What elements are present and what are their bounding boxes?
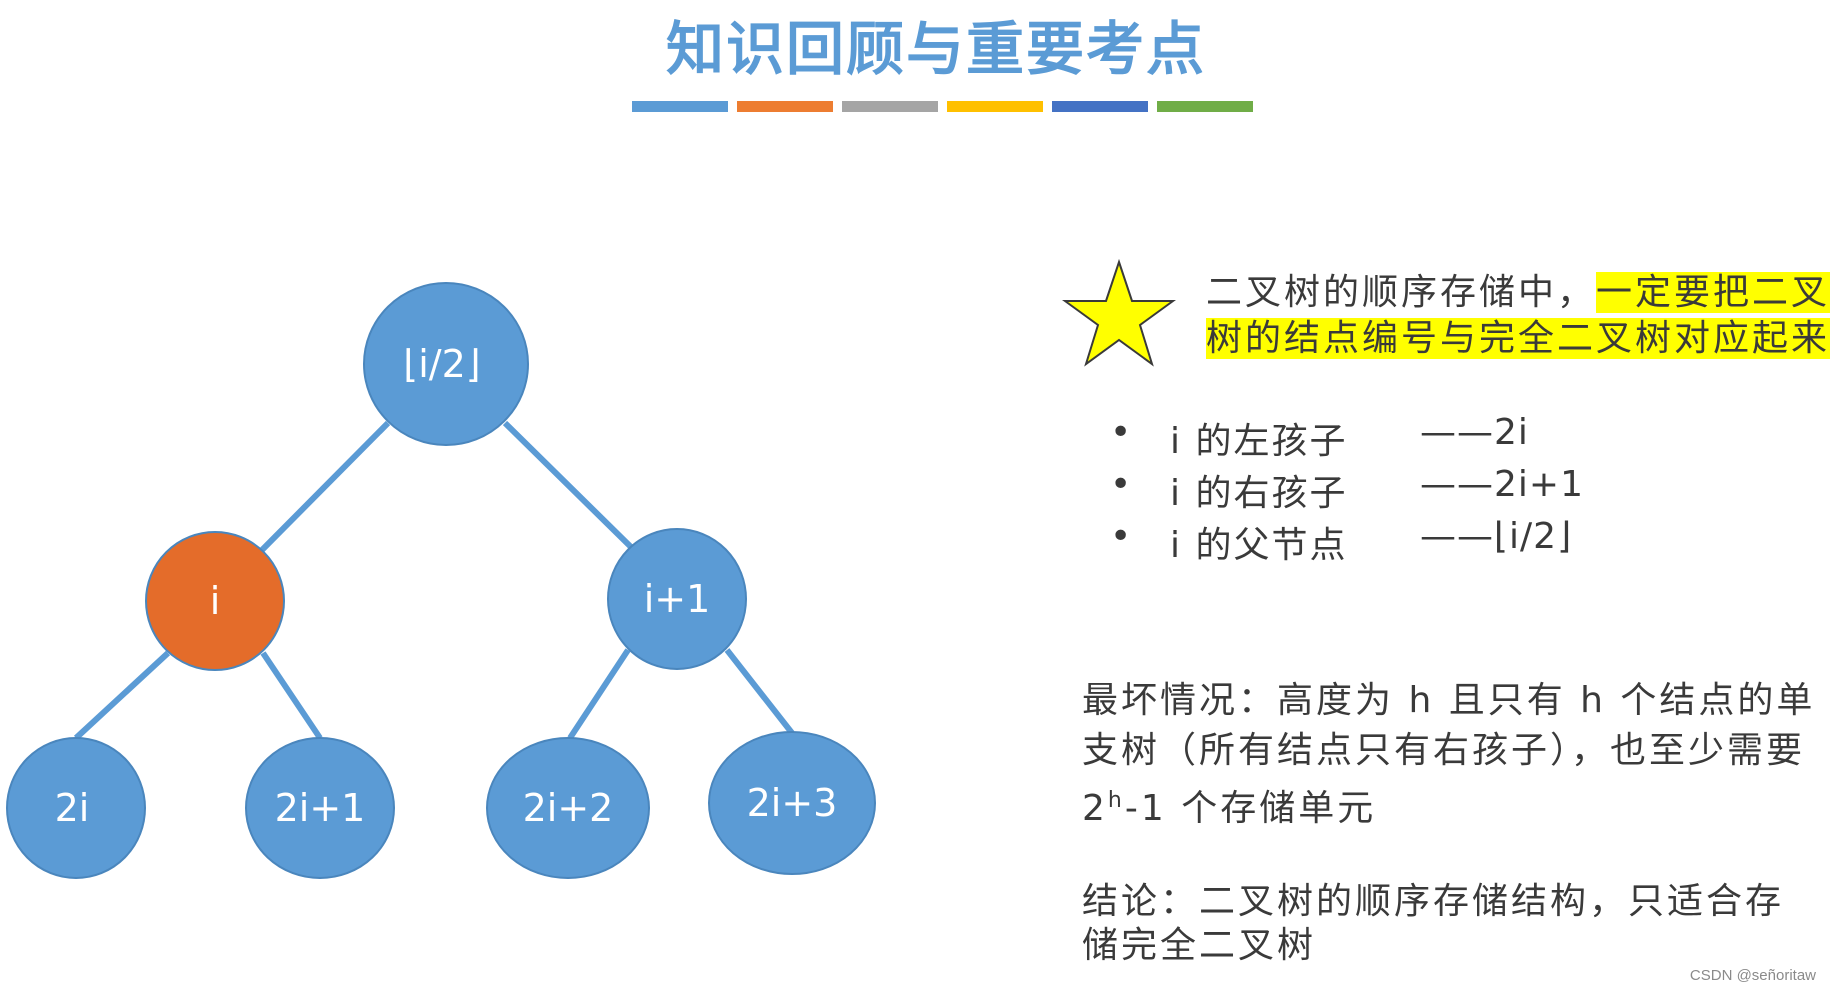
relation-label: i 的父节点 [1170,525,1348,566]
node-label-i: i [210,579,221,623]
worst-case-text: 最坏情况：高度为 h 且只有 h 个结点的单支树（所有结点只有右孩子），也至少需… [1082,680,1816,829]
edge-i-to-right-child [260,651,323,740]
tree-node-left-of-i-plus-1: 2i+2 [486,737,650,879]
divider-segment [1052,101,1148,112]
edge-i-to-left-child [73,650,171,741]
conclusion-paragraph: 结论：二叉树的顺序存储结构，只适合存储完全二叉树 [1082,881,1785,966]
relation-value: ——2i+1 [1420,464,1584,505]
worst-case-exponent: h [1107,788,1125,813]
tree-node-i-plus-1: i+1 [607,528,747,670]
node-label-i-plus-1: i+1 [644,577,711,621]
bullet-marker: • [1110,464,1132,505]
tree-node-left-of-i: 2i [6,737,146,879]
relation-value: ——⌊i/2⌋ [1420,516,1573,557]
worst-case-paragraph: 最坏情况：高度为 h 且只有 h 个结点的单支树（所有结点只有右孩子），也至少需… [1082,676,1822,834]
edge-parent-to-i-plus-1 [502,420,635,551]
relation-label: i 的右孩子 [1170,473,1348,514]
binary-tree-diagram: ⌊i/2⌋ i i+1 2i 2i+1 2i+2 2i+3 [6,282,876,879]
divider-segment [1157,101,1253,112]
node-label-left-of-i: 2i [55,786,90,830]
edge-i-plus-1-to-left-child [567,648,631,740]
page-title: 知识回顾与重要考点 [665,15,1206,83]
divider-segment [842,101,938,112]
divider-segment [632,101,728,112]
worst-case-tail: -1 个存储单元 [1124,788,1377,829]
star-icon [1061,258,1177,368]
tree-node-right-of-i: 2i+1 [245,737,395,879]
tree-node-i: i [145,531,285,671]
edge-parent-to-i [259,420,391,553]
tree-node-parent: ⌊i/2⌋ [363,282,529,446]
node-label-left-of-i-plus-1: 2i+2 [523,786,614,830]
divider-segment [737,101,833,112]
divider-segment [947,101,1043,112]
key-point-prefix: 二叉树的顺序存储中， [1206,272,1597,313]
watermark: CSDN @señoritaw [1689,967,1816,984]
relation-label: i 的左孩子 [1170,421,1348,462]
key-point-statement: 二叉树的顺序存储中，一定要把二叉树的结点编号与完全二叉树对应起来 [1206,270,1832,362]
edge-i-plus-1-to-right-child [724,648,795,735]
node-label-right-of-i-plus-1: 2i+3 [747,781,838,825]
bullet-marker: • [1110,412,1132,453]
bullet-marker: • [1110,516,1132,557]
node-label-right-of-i: 2i+1 [275,786,366,830]
tree-edges [73,420,795,741]
relation-value: ——2i [1420,412,1529,453]
node-label-parent: ⌊i/2⌋ [403,342,480,386]
tree-node-right-of-i-plus-1: 2i+3 [708,731,876,875]
